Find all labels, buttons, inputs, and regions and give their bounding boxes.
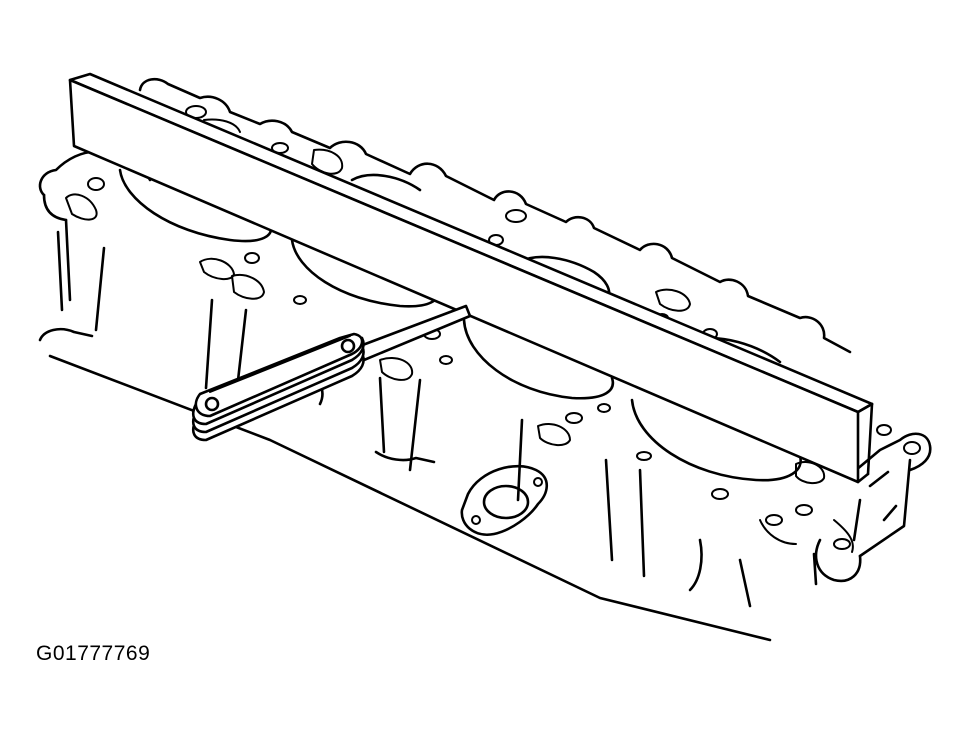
port-flange [460,464,549,536]
straightedge [68,72,874,484]
feeler-gauge [192,304,472,442]
figure-id-label: G01777769 [36,642,151,665]
cylinder-head-body [38,150,932,642]
